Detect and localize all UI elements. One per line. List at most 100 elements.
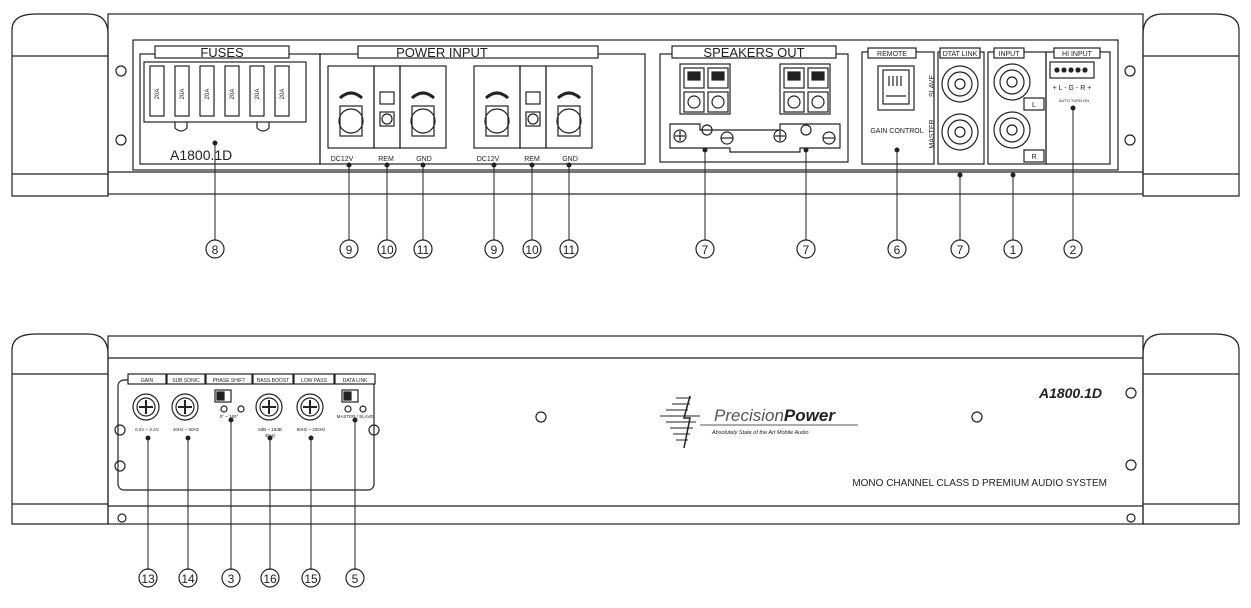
callout-number: 9 <box>346 243 353 257</box>
speakers-out-label: SPEAKERS OUT <box>703 45 804 60</box>
control-range: 0dB ~ 18dB <box>258 427 282 432</box>
terminal-label: GND <box>416 156 432 163</box>
channel-l-label: L <box>1032 102 1036 109</box>
control-labels: GAIN SUB SONIC PHASE SHIFT BASS BOOST LO… <box>141 378 368 384</box>
data-link-switch <box>341 389 367 413</box>
control-range: 10Hz ~ 50Hz <box>173 427 200 432</box>
slave-label: SLAVE <box>929 75 936 97</box>
gain-knob <box>132 393 160 421</box>
hi-input-pins: + L - G - R + <box>1053 85 1092 92</box>
callout-number: 3 <box>228 572 235 586</box>
control-label: LOW PASS <box>301 378 327 384</box>
brand-bold: Power <box>784 406 836 425</box>
fuse-blocks <box>143 61 307 132</box>
top-callout-circles <box>205 239 1083 259</box>
callout-number: 10 <box>380 243 394 257</box>
top-leader-lines <box>212 105 1076 240</box>
control-label: DATA LINK <box>343 378 368 384</box>
control-range: MASTER / SLAVE <box>337 414 374 419</box>
callout-number: 9 <box>491 243 498 257</box>
right-endcap <box>1142 13 1240 197</box>
terminal-label: DC12V <box>331 156 354 163</box>
callout-number: 8 <box>212 243 219 257</box>
system-name: MONO CHANNEL CLASS D PREMIUM AUDIO SYSTE… <box>852 478 1107 489</box>
callout-number: 7 <box>957 243 964 257</box>
dtat-link-label: DTAT LINK <box>943 51 978 58</box>
callout-number: 1 <box>1010 243 1017 257</box>
callout-number: 7 <box>803 243 810 257</box>
left-endcap <box>11 333 109 525</box>
auto-turn-on-label: AUTO TURN ON <box>1059 98 1089 103</box>
fuse-rating: 20A <box>180 89 186 100</box>
right-endcap <box>1142 333 1240 525</box>
bottom-callout-circles <box>138 568 365 588</box>
rca-input-l <box>993 63 1031 101</box>
control-range: 0.2V ~ 2.2V <box>135 427 159 432</box>
callout-number: 16 <box>263 572 277 586</box>
bottom-leader-lines <box>145 417 358 570</box>
callout-number: 11 <box>563 243 576 257</box>
rca-input-r <box>993 111 1031 149</box>
control-label: SUB SONIC <box>172 378 200 384</box>
terminal-labels: DC12V REM GND DC12V REM GND <box>331 156 578 163</box>
power-terminal-block-2 <box>473 65 593 149</box>
master-jack <box>941 113 979 151</box>
terminal-label: GND <box>562 156 578 163</box>
callout-number: 15 <box>304 572 318 586</box>
top-callout-numbers: 8 9 10 11 9 10 11 7 7 6 7 1 2 <box>212 243 1077 257</box>
control-panel <box>117 379 375 491</box>
phase-shift-switch <box>214 389 245 413</box>
rj-port-icon <box>877 65 915 111</box>
callout-number: 6 <box>894 243 901 257</box>
hi-input-label: HI INPUT <box>1062 51 1093 58</box>
subsonic-knob <box>171 393 199 421</box>
channel-r-label: R <box>1031 154 1036 161</box>
brand-name: PrecisionPower <box>714 406 836 425</box>
speaker-bracket <box>669 123 841 153</box>
speaker-terminals-right <box>779 63 831 115</box>
bass-boost-knob <box>255 393 283 421</box>
callout-number: 2 <box>1070 243 1077 257</box>
fuse-rating: 20A <box>280 89 286 100</box>
fuse-ratings: 20A 20A 20A 20A 20A 20A <box>155 89 286 100</box>
control-label: BASS BOOST <box>257 378 289 384</box>
callout-number: 11 <box>417 243 430 257</box>
terminal-label: REM <box>378 156 394 163</box>
callout-number: 7 <box>702 243 709 257</box>
left-endcap <box>11 13 109 197</box>
control-ranges: 0.2V ~ 2.2V 10Hz ~ 50Hz 0° ~ 180° 0dB ~ … <box>135 414 373 438</box>
bottom-view <box>11 333 1240 588</box>
dtat-link-section <box>937 51 985 165</box>
model-label-top: A1800.1D <box>170 147 232 163</box>
control-label-tabs <box>127 373 376 385</box>
speaker-terminals-left <box>679 63 731 115</box>
bottom-labels: GAIN SUB SONIC PHASE SHIFT BASS BOOST LO… <box>135 378 1107 586</box>
top-body <box>107 13 1144 195</box>
top-view <box>11 13 1240 259</box>
control-label: PHASE SHIFT <box>213 378 246 384</box>
model-label-bottom: A1800.1D <box>1038 385 1102 401</box>
fuses-label: FUSES <box>200 45 244 60</box>
fuse-rating: 20A <box>155 89 161 100</box>
remote-section <box>861 51 935 165</box>
top-panel-plate <box>132 39 1119 171</box>
top-labels: FUSES 20A 20A 20A 20A 20A 20A A1800.1D P… <box>155 45 1093 257</box>
terminal-label: DC12V <box>477 156 500 163</box>
callout-number: 10 <box>525 243 539 257</box>
callout-number: 5 <box>352 572 359 586</box>
fuse-rating: 20A <box>230 89 236 100</box>
input-label: INPUT <box>999 51 1021 58</box>
hi-input-connector <box>1049 61 1095 79</box>
brand-tagline: Absolutely State of the Art Mobile Audio <box>711 430 809 436</box>
gain-control-label: GAIN CONTROL <box>870 128 923 135</box>
low-pass-knob <box>296 393 324 421</box>
brand-thin: Precision <box>714 406 784 425</box>
remote-label: REMOTE <box>877 51 907 58</box>
power-input-label: POWER INPUT <box>396 45 488 60</box>
bass-boost-freq: 45Hz <box>265 433 276 438</box>
precision-power-logo <box>660 395 700 449</box>
callout-number: 14 <box>181 572 195 586</box>
master-label: MASTER <box>929 119 936 148</box>
control-range: 50Hz ~ 200Hz <box>297 427 326 432</box>
